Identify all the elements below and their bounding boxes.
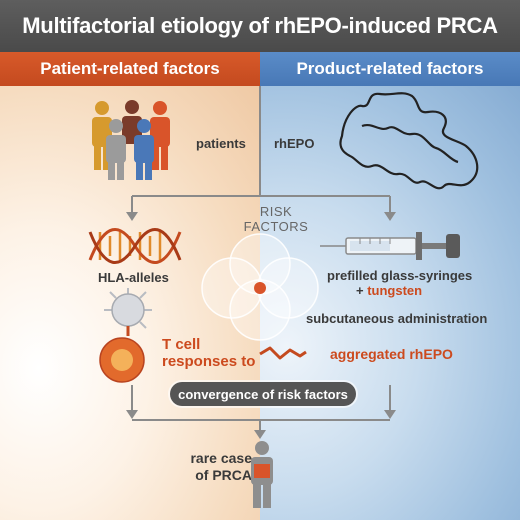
arrowhead-left-bottom: [126, 410, 138, 419]
rhepo-protein-icon: [339, 92, 479, 190]
risk-factors-label: RISK FACTORS: [236, 204, 316, 234]
arrowhead-center: [254, 430, 266, 439]
tcell-line2: responses to: [162, 353, 256, 370]
person-icon: [150, 101, 170, 170]
rare-line1: rare case: [190, 450, 252, 466]
syringes-label: prefilled glass-syringes: [327, 268, 473, 283]
product-column-background: [260, 86, 520, 520]
immune-cells-icon: [99, 288, 152, 383]
person-icon: [106, 119, 126, 180]
plus-sign: +: [356, 283, 364, 298]
patients-group-icon: [92, 100, 170, 180]
patient-factors-header: Patient-related factors: [0, 52, 260, 86]
person-icon: [122, 100, 142, 144]
rare-line2: of PRCA: [195, 467, 252, 483]
arrowhead-right: [384, 212, 396, 221]
risk-label-line1: RISK: [259, 204, 293, 219]
syringe-icon: [320, 232, 460, 260]
dendritic-cell-spikes: [104, 288, 152, 329]
product-factors-header: Product-related factors: [260, 52, 520, 86]
risk-center-dot: [254, 282, 266, 294]
tcell-response-text: T cell responses to: [162, 336, 255, 370]
rare-case-person-icon: [251, 441, 273, 508]
risk-label-line2: FACTORS: [243, 219, 309, 234]
subcutaneous-label: subcutaneous administration: [306, 311, 488, 326]
convergence-pill: convergence of risk factors: [170, 382, 356, 406]
dna-helix-icon: [88, 228, 182, 264]
aggregate-squiggle-icon: [259, 346, 307, 360]
hla-alleles-label: HLA-alleles: [98, 270, 169, 285]
aggregated-rhepo-label: aggregated rhEPO: [330, 346, 453, 362]
tungsten-line: + tungsten: [356, 283, 422, 298]
rhepo-label: rhEPO: [274, 136, 315, 151]
dendritic-cell: [111, 293, 145, 327]
figure-title: Multifactorial etiology of rhEPO-induced…: [0, 0, 520, 52]
tungsten-label: tungsten: [367, 283, 423, 298]
arrowhead-right-bottom: [384, 410, 396, 419]
arrowhead-left: [126, 212, 138, 221]
tcell-line1: T cell: [162, 336, 201, 353]
patients-label: patients: [196, 136, 246, 151]
person-icon: [134, 119, 154, 180]
risk-factor-circles: [201, 233, 319, 341]
rare-case-text: rare case of PRCA: [172, 450, 252, 484]
